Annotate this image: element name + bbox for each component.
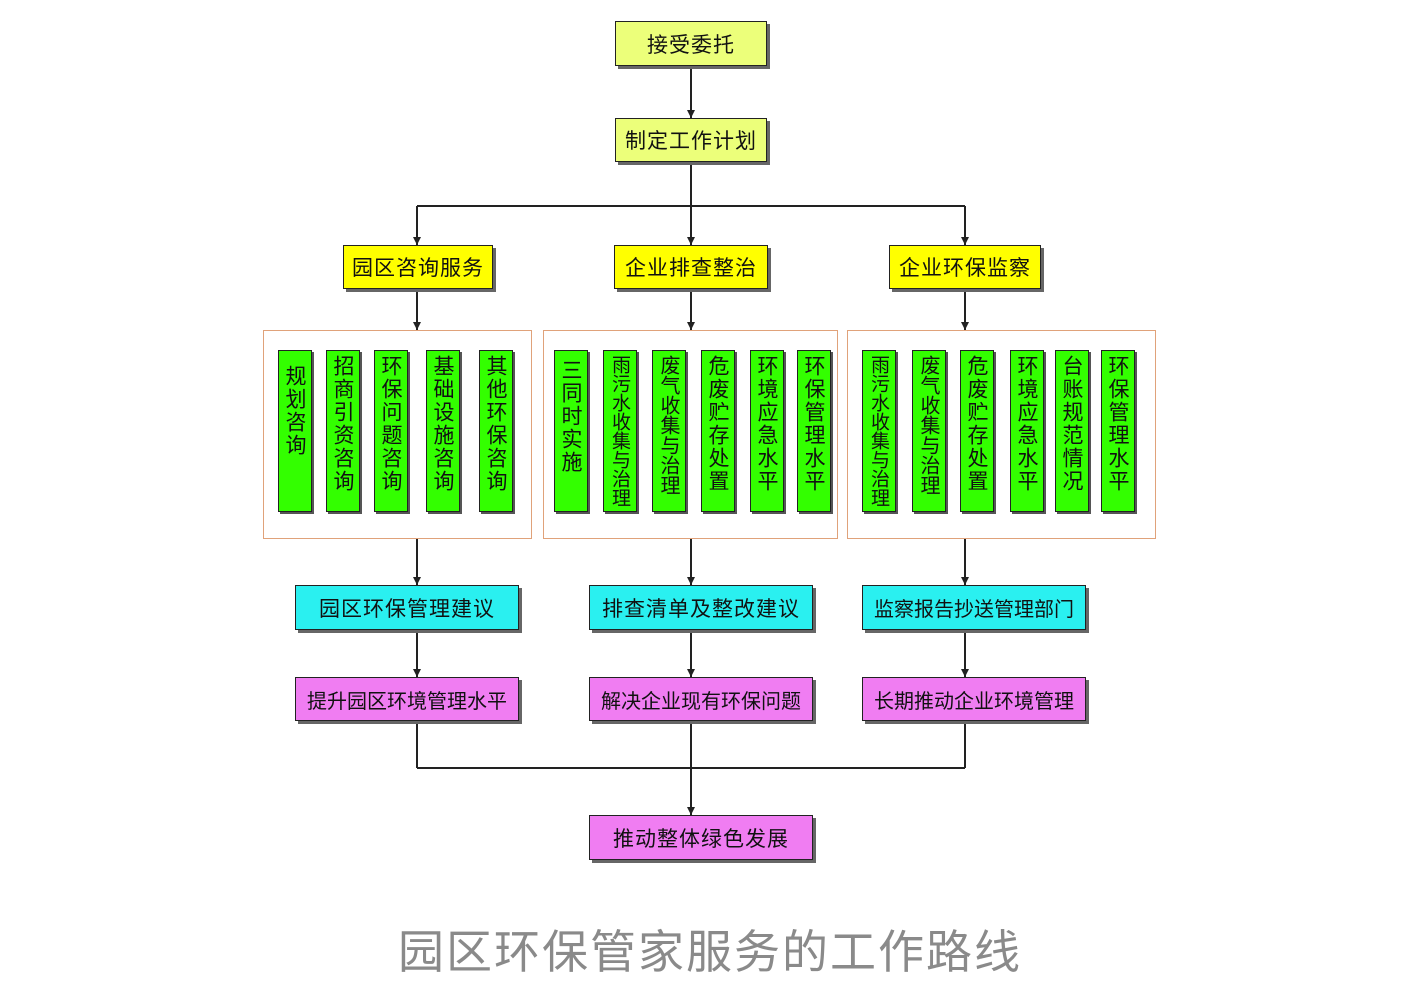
item-other-env-consulting: 其他环保咨询	[479, 350, 513, 512]
item-hazardous-waste: 危废贮存处置	[701, 350, 735, 512]
node-inspection-checklist-label: 排查清单及整改建议	[602, 596, 800, 621]
item-label: 雨污水收集与治理	[868, 355, 890, 507]
item-wastewater-treatment: 雨污水收集与治理	[603, 350, 637, 512]
item-investment-consulting: 招商引资咨询	[326, 350, 360, 512]
node-accept: 接受委托	[615, 21, 767, 66]
item-waste-gas-treatment-2: 废气收集与治理	[912, 350, 946, 512]
node-park-consulting: 园区咨询服务	[343, 245, 493, 289]
item-label: 危废贮存处置	[965, 355, 989, 493]
item-label: 废气收集与治理	[917, 355, 941, 495]
node-plan-label: 制定工作计划	[625, 129, 757, 153]
node-solve-env-problems-label: 解决企业现有环保问题	[601, 688, 801, 713]
item-hazardous-waste-2: 危废贮存处置	[960, 350, 994, 512]
item-label: 招商引资咨询	[331, 355, 355, 493]
item-label: 雨污水收集与治理	[609, 355, 631, 507]
item-label: 环境应急水平	[755, 355, 779, 493]
item-label: 环保问题咨询	[379, 355, 403, 493]
node-accept-label: 接受委托	[647, 32, 735, 57]
item-label: 环境应急水平	[1015, 355, 1039, 493]
item-ledger-compliance: 台账规范情况	[1055, 350, 1089, 512]
item-label: 环保管理水平	[1106, 355, 1130, 493]
item-label: 三同时实施	[559, 359, 583, 474]
item-env-management-level: 环保管理水平	[797, 350, 831, 512]
item-label: 环保管理水平	[802, 355, 826, 493]
item-env-management-level-2: 环保管理水平	[1101, 350, 1135, 512]
item-label: 其他环保咨询	[484, 355, 508, 493]
node-long-term-management-label: 长期推动企业环境管理	[874, 688, 1074, 713]
node-green-development: 推动整体绿色发展	[589, 815, 813, 860]
node-plan: 制定工作计划	[615, 118, 767, 162]
node-supervision-report: 监察报告抄送管理部门	[862, 585, 1086, 630]
item-label: 台账规范情况	[1060, 355, 1084, 493]
item-label: 废气收集与治理	[657, 355, 681, 495]
node-park-consulting-label: 园区咨询服务	[352, 256, 484, 280]
item-label: 规划咨询	[283, 365, 307, 457]
node-enterprise-supervision: 企业环保监察	[889, 245, 1041, 289]
node-improve-park-management: 提升园区环境管理水平	[295, 677, 519, 721]
node-park-recommendations: 园区环保管理建议	[295, 585, 519, 630]
item-emergency-level-2: 环境应急水平	[1010, 350, 1044, 512]
group-enterprise-inspection	[543, 330, 838, 539]
node-solve-env-problems: 解决企业现有环保问题	[589, 677, 813, 721]
item-three-simultaneous: 三同时实施	[554, 350, 588, 512]
item-wastewater-treatment-2: 雨污水收集与治理	[862, 350, 896, 512]
item-label: 基础设施咨询	[431, 355, 455, 493]
item-infrastructure-consulting: 基础设施咨询	[426, 350, 460, 512]
node-enterprise-supervision-label: 企业环保监察	[899, 256, 1031, 280]
item-label: 危废贮存处置	[706, 355, 730, 493]
item-env-issue-consulting: 环保问题咨询	[374, 350, 408, 512]
node-inspection-checklist: 排查清单及整改建议	[589, 585, 813, 630]
item-waste-gas-treatment: 废气收集与治理	[652, 350, 686, 512]
node-enterprise-inspection-label: 企业排查整治	[625, 256, 757, 280]
node-green-development-label: 推动整体绿色发展	[613, 826, 789, 851]
node-park-recommendations-label: 园区环保管理建议	[319, 596, 495, 621]
node-enterprise-inspection: 企业排查整治	[614, 245, 768, 289]
item-planning-consulting: 规划咨询	[278, 350, 312, 512]
item-emergency-level: 环境应急水平	[750, 350, 784, 512]
node-improve-park-management-label: 提升园区环境管理水平	[307, 688, 507, 713]
node-long-term-management: 长期推动企业环境管理	[862, 677, 1086, 721]
node-supervision-report-label: 监察报告抄送管理部门	[874, 597, 1074, 621]
diagram-caption: 园区环保管家服务的工作路线	[398, 925, 1022, 979]
